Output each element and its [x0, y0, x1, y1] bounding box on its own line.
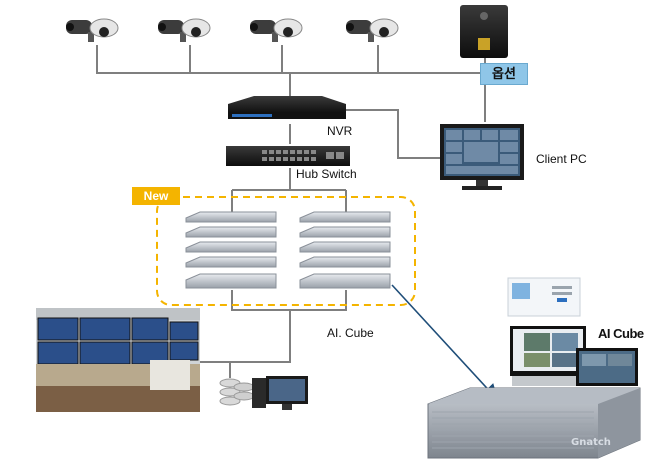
server-unit-icon: [299, 211, 391, 223]
server-unit-icon: [185, 226, 277, 238]
option-badge: 옵션: [480, 63, 528, 85]
camera-group: [66, 18, 399, 42]
server-unit-icon: [299, 241, 391, 253]
nvr-label: NVR: [327, 124, 353, 138]
server-unit-icon: [185, 241, 277, 253]
server-unit-icon: [185, 273, 277, 289]
ai-cube-product-screens: [507, 277, 638, 386]
cctv-camera-icon: [66, 18, 119, 42]
cctv-camera-icon: [158, 18, 211, 42]
server-unit-icon: [185, 211, 277, 223]
server-unit-icon: [299, 226, 391, 238]
ai-cube-cluster-box: [156, 196, 416, 306]
nvr-device-icon: [228, 96, 346, 119]
ai-cube-product-device: [427, 387, 641, 459]
cctv-camera-icon: [346, 18, 399, 42]
server-unit-icon: [299, 273, 391, 289]
server-stack-right: [299, 211, 391, 289]
network-switch-icon: [226, 146, 350, 166]
server-unit-icon: [299, 256, 391, 268]
brand-logo: Gnatch: [571, 437, 611, 448]
arrow-to-ai-cube: [391, 284, 499, 401]
ai-cube-label: AI. Cube: [327, 326, 374, 340]
monitor-icon: [440, 124, 524, 190]
new-badge: New: [132, 187, 180, 205]
storage-and-monitor-icon: [219, 376, 308, 410]
cctv-camera-icon: [250, 18, 303, 42]
access-control-device-icon: [460, 5, 508, 58]
hub-switch-label: Hub Switch: [296, 167, 357, 181]
control-room-photo: [36, 308, 200, 412]
server-unit-icon: [185, 256, 277, 268]
client-pc-label: Client PC: [536, 152, 587, 166]
ai-cube-product-label: AI Cube: [598, 326, 644, 341]
server-stack-left: [185, 211, 277, 289]
